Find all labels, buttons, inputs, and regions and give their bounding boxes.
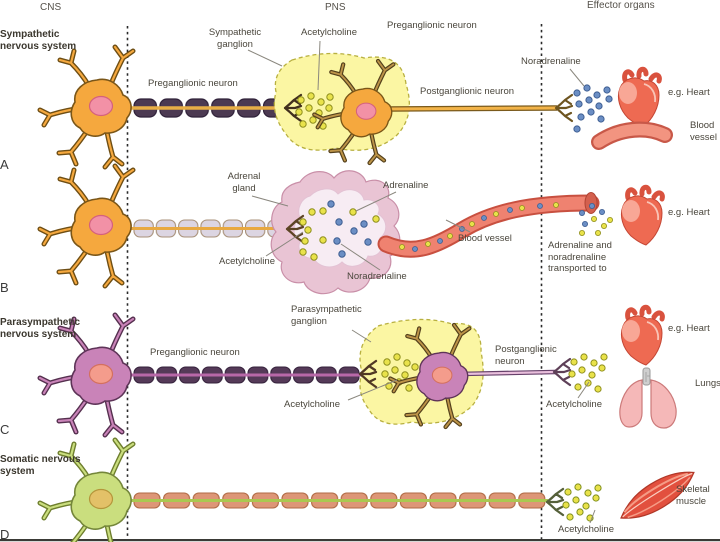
leader-line — [589, 509, 596, 524]
hormone-dots-effector — [579, 202, 614, 236]
label-acetylcholine-b: Acetylcholine — [219, 256, 275, 267]
heart-icon — [620, 304, 665, 366]
label-eg-heart-a: e.g. Heart — [668, 87, 710, 98]
heart-icon — [620, 184, 665, 246]
label-acetylcholine-c-effector: Acetylcholine — [546, 399, 602, 410]
parasympathetic-pathway — [40, 304, 677, 435]
leader-line — [355, 191, 397, 212]
column-header-effector-organs: Effector organs — [587, 0, 655, 11]
label-acetylcholine-d: Acetylcholine — [558, 524, 614, 535]
column-header-cns: CNS — [40, 2, 62, 13]
acetylcholine-dots-sympathetic-ganglion — [295, 92, 334, 130]
noradrenaline-dots-sympathetic — [573, 84, 613, 133]
leader-line — [247, 49, 283, 67]
label-transported-to: Adrenaline and noradrenaline transported… — [548, 240, 612, 275]
label-eg-heart-c: e.g. Heart — [668, 323, 710, 334]
section-title-somatic: Somatic nervous system — [0, 454, 81, 477]
label-parasympathetic-ganglion: Parasympathetic ganglion — [291, 304, 362, 327]
cns-neuron-sympathetic — [40, 47, 133, 167]
hormone-dots-vessel — [399, 202, 559, 252]
nucleus — [431, 366, 453, 384]
nucleus — [88, 214, 114, 236]
postganglionic-axon-parasympathetic — [459, 370, 556, 376]
panel-letter-a: A — [0, 157, 9, 172]
axon-terminal-icon — [545, 487, 565, 517]
label-postganglionic-neuron-c: Postganglionic neuron — [495, 344, 557, 367]
nucleus — [88, 488, 114, 510]
label-skeletal-muscle: Skeletal muscle — [676, 484, 710, 507]
panel-letter-c: C — [0, 422, 10, 437]
panel-letter-d: D — [0, 527, 10, 542]
bottom-rule — [0, 539, 720, 542]
column-header-pns: PNS — [325, 2, 346, 13]
label-noradrenaline-a: Noradrenaline — [521, 56, 581, 67]
label-blood-vessel-a: Blood vessel — [690, 120, 717, 143]
label-postganglionic-neuron-a: Postganglionic neuron — [420, 86, 515, 97]
leader-line — [317, 40, 321, 91]
cns-neuron-adrenal — [40, 166, 133, 286]
panel-letter-b: B — [0, 280, 9, 295]
adrenal-pathway — [40, 166, 665, 295]
lungs-icon — [619, 367, 677, 429]
acetylcholine-dots-somatic — [562, 483, 602, 522]
acetylcholine-dots-parasympathetic-effector — [568, 353, 608, 393]
leader-line — [351, 329, 372, 343]
section-title-sympathetic: Sympathetic nervous system — [0, 29, 77, 52]
axon-terminal-icon — [554, 93, 574, 123]
section-title-parasympathetic: Parasympathetic nervous system — [0, 317, 81, 340]
blood-vessel-icon — [591, 121, 673, 150]
label-preganglionic-neuron-a: Preganglionic neuron — [148, 78, 238, 89]
leader-line — [577, 381, 590, 399]
postganglionic-axon-sympathetic — [387, 106, 558, 111]
gland-dots — [299, 200, 380, 261]
label-preganglionic-neuron-c: Preganglionic neuron — [150, 347, 240, 358]
label-adrenal-gland: Adrenal gland — [227, 171, 261, 194]
label-adrenaline: Adrenaline — [383, 180, 429, 191]
nucleus — [355, 102, 377, 120]
nucleus — [88, 95, 114, 117]
leader-line — [445, 219, 471, 233]
leader-line — [251, 195, 289, 207]
nucleus — [88, 363, 114, 385]
label-sympathetic-ganglion: Sympathetic ganglion — [208, 27, 262, 50]
label-acetylcholine-a: Acetylcholine — [301, 27, 357, 38]
label-lungs: Lungs — [695, 378, 720, 389]
label-preganglionic-neuron-top: Preganglionic neuron — [387, 20, 477, 31]
sympathetic-pathway — [40, 40, 673, 167]
label-noradrenaline-b: Noradrenaline — [347, 271, 407, 282]
acetylcholine-dots-parasympathetic-ganglion — [381, 353, 419, 392]
heart-icon — [617, 66, 662, 128]
leader-line — [347, 379, 398, 401]
label-eg-heart-b: e.g. Heart — [668, 207, 710, 218]
leader-line — [340, 243, 381, 271]
skeletal-muscle-icon — [620, 471, 695, 519]
label-acetylcholine-c-ganglion: Acetylcholine — [284, 399, 340, 410]
leader-line — [265, 231, 304, 257]
label-blood-vessel-b: Blood vessel — [458, 233, 512, 244]
leader-line — [569, 68, 585, 87]
somatic-pathway — [40, 440, 695, 542]
